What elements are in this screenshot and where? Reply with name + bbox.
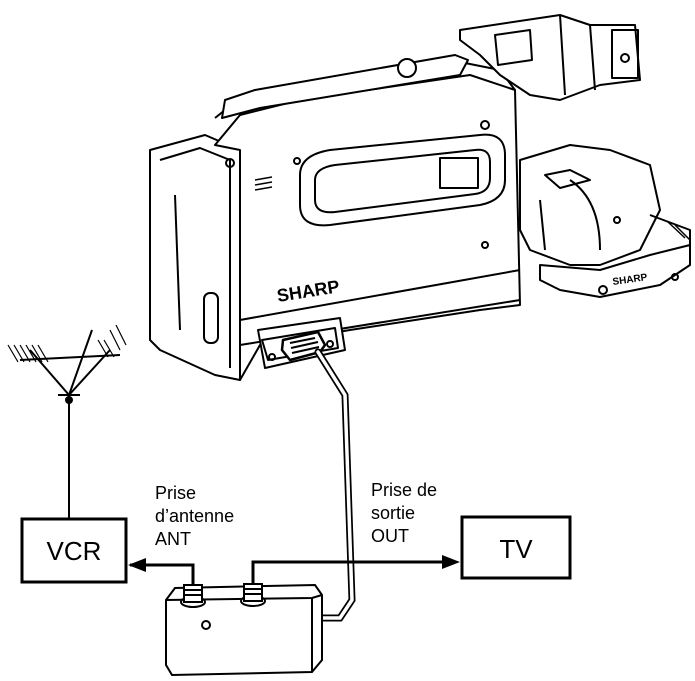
cables <box>130 348 456 622</box>
camcorder-side-panel <box>149 134 241 381</box>
svg-text:d’antenne: d’antenne <box>155 506 234 526</box>
output-jack-connector <box>240 583 266 607</box>
cassette-window <box>299 133 506 227</box>
svg-text:OUT: OUT <box>371 526 409 546</box>
antenna-jack-caption: Prise d’antenne ANT <box>155 483 234 549</box>
side-slot <box>203 292 219 344</box>
vcr-box <box>20 517 128 584</box>
svg-text:sortie: sortie <box>371 503 415 523</box>
strap-brand-logo: SHARP <box>612 272 649 288</box>
svg-text:Prise: Prise <box>155 483 196 503</box>
antenna-jack-connector <box>180 584 206 608</box>
vent-grille <box>254 176 273 191</box>
vcr-label: VCR <box>47 536 102 566</box>
tv-label: TV <box>499 534 533 564</box>
rf-adapter <box>165 583 323 677</box>
antenna <box>7 324 127 520</box>
svg-text:Prise de: Prise de <box>371 480 437 500</box>
svg-text:ANT: ANT <box>155 529 191 549</box>
tv-box <box>460 515 572 580</box>
camcorder <box>149 14 691 381</box>
output-jack-caption: Prise de sortie OUT <box>371 480 437 546</box>
arrow-to-tv <box>442 555 460 569</box>
arrow-to-vcr <box>128 558 146 572</box>
